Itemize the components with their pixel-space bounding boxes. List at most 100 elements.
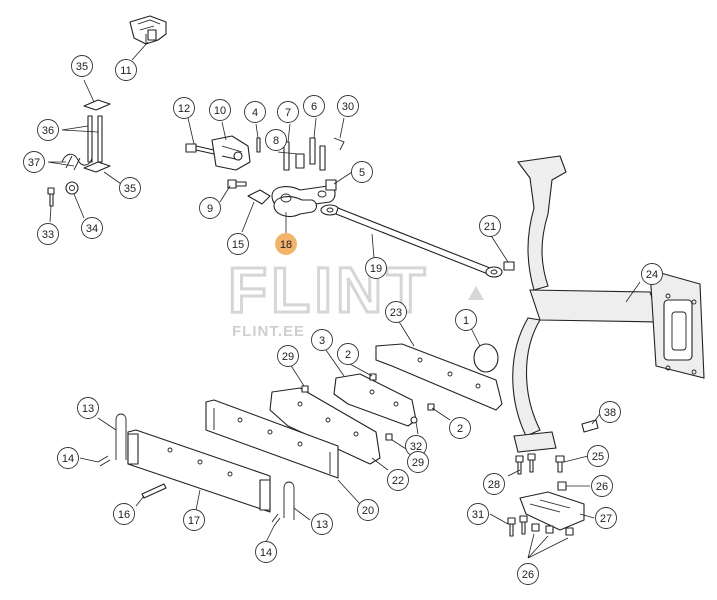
callout-24: 24 <box>641 263 663 285</box>
callout-circle <box>385 301 407 323</box>
callout-circle <box>37 223 59 245</box>
callout-1: 1 <box>455 309 477 331</box>
callout-14: 14 <box>57 447 79 469</box>
part-14-clip-right <box>271 513 281 527</box>
callout-number: 7 <box>285 107 291 119</box>
part-30-clip <box>333 137 345 151</box>
callout-number: 21 <box>484 221 496 233</box>
callout-number: 8 <box>273 135 279 147</box>
callout-circle <box>265 129 287 151</box>
callout-circle <box>595 507 617 529</box>
callout-circle <box>387 469 409 491</box>
part-25-bolt <box>555 455 565 473</box>
callout-circle <box>479 215 501 237</box>
part-5-bushing <box>325 179 337 191</box>
callout-circle <box>244 101 266 123</box>
part-28-bolts <box>515 453 536 475</box>
callout-number: 24 <box>646 269 658 281</box>
part-32-washer <box>410 416 418 424</box>
callout-26: 26 <box>591 475 613 497</box>
callout-25: 25 <box>587 445 609 467</box>
callout-3: 3 <box>311 329 333 351</box>
callout-number: 1 <box>463 315 469 327</box>
callout-38: 38 <box>599 401 621 423</box>
callout-number: 27 <box>600 513 612 525</box>
watermark-triangle <box>468 286 484 300</box>
callout-number: 3 <box>319 335 325 347</box>
callout-number: 13 <box>82 403 94 415</box>
callout-11: 11 <box>115 59 137 81</box>
part-11-bracket <box>129 15 167 45</box>
part-3-plate <box>333 373 417 427</box>
part-6-pin <box>309 137 326 171</box>
callout-circle <box>351 161 373 183</box>
callout-29: 29 <box>407 451 429 473</box>
callout-circle <box>113 503 135 525</box>
part-2-bolt-lower <box>427 403 435 411</box>
part-13-u-bolt-right <box>283 481 295 520</box>
callout-12: 12 <box>173 97 195 119</box>
callout-2: 2 <box>449 417 471 439</box>
callout-13: 13 <box>77 397 99 419</box>
callout-number: 29 <box>282 351 294 363</box>
callout-number: 35 <box>76 61 88 73</box>
callout-number: 2 <box>345 349 351 361</box>
callout-number: 20 <box>362 505 374 517</box>
part-24-main-frame <box>512 155 705 453</box>
callout-circle <box>365 257 387 279</box>
callout-circle <box>517 563 539 585</box>
part-27-bracket <box>519 491 585 531</box>
callout-number: 4 <box>252 107 258 119</box>
part-20-plate <box>205 399 339 479</box>
callout-circle <box>173 97 195 119</box>
callout-number: 9 <box>207 203 213 215</box>
callout-circle <box>311 329 333 351</box>
callout-36: 36 <box>37 119 59 141</box>
callout-number: 19 <box>370 263 382 275</box>
part-9-bolt <box>227 179 247 189</box>
callout-circle <box>115 59 137 81</box>
callout-number: 28 <box>488 479 500 491</box>
callout-circle <box>199 197 221 219</box>
callout-circle <box>71 55 93 77</box>
leader-lines <box>47 41 641 559</box>
part-10-clevis <box>211 135 251 171</box>
callout-circle <box>275 233 297 255</box>
part-2-bolt-upper <box>369 373 377 381</box>
callout-number: 11 <box>120 65 131 77</box>
callout-number: 13 <box>316 519 328 531</box>
callout-number: 17 <box>188 515 200 527</box>
callout-circle <box>337 343 359 365</box>
callout-14: 14 <box>255 541 277 563</box>
callout-number: 38 <box>604 407 616 419</box>
callout-number: 14 <box>62 453 74 465</box>
part-12-bolt <box>185 143 215 155</box>
callout-circle <box>277 101 299 123</box>
callout-number: 23 <box>390 307 402 319</box>
callout-4: 4 <box>244 101 266 123</box>
callout-31: 31 <box>467 503 489 525</box>
callout-21: 21 <box>479 215 501 237</box>
callout-number: 31 <box>472 509 484 521</box>
callout-circle <box>357 499 379 521</box>
callout-37: 37 <box>23 151 45 173</box>
part-29-bolt-lower <box>385 433 393 441</box>
callout-circle <box>255 541 277 563</box>
callout-circle <box>591 475 613 497</box>
part-21-pin <box>503 261 515 271</box>
callout-9: 9 <box>199 197 221 219</box>
part-33-bolt <box>47 187 55 207</box>
part-1-disc <box>473 343 499 373</box>
callout-circle <box>483 473 505 495</box>
callout-circle <box>587 445 609 467</box>
callout-27: 27 <box>595 507 617 529</box>
callout-16: 16 <box>113 503 135 525</box>
part-36-pins <box>83 99 111 173</box>
callout-number: 5 <box>359 167 365 179</box>
callout-number: 12 <box>178 103 190 115</box>
callout-number: 36 <box>42 125 54 137</box>
part-26-nut-upper <box>557 481 567 491</box>
callout-number: 25 <box>592 451 604 463</box>
callout-number: 30 <box>342 101 354 113</box>
